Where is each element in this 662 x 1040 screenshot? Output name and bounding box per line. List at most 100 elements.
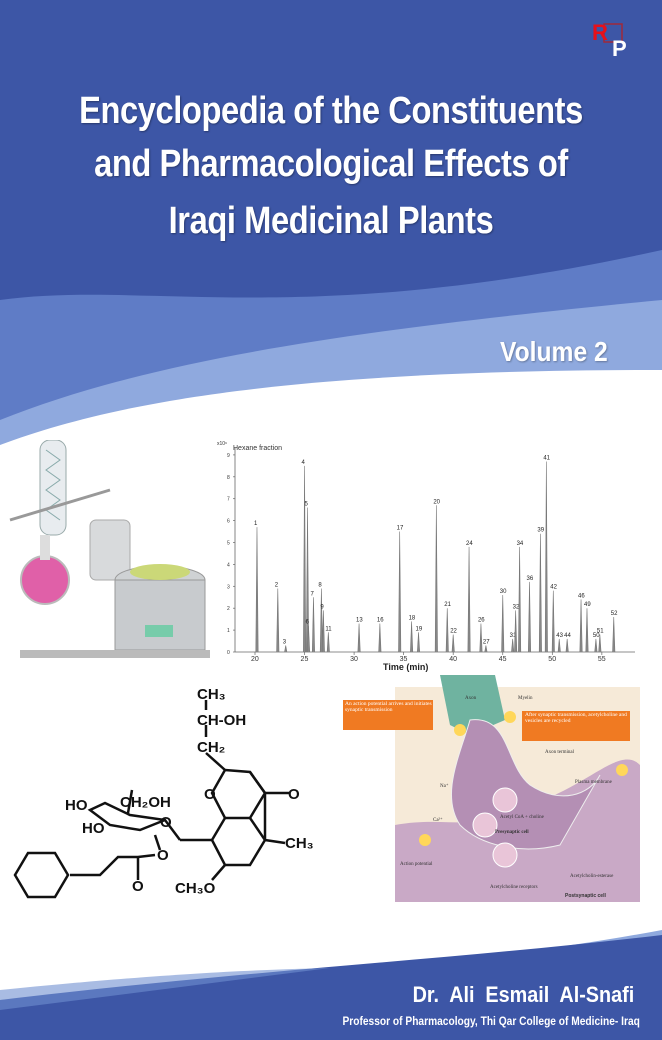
peak-label: 9 — [320, 604, 324, 610]
peak — [417, 632, 421, 653]
structure-label: O — [157, 847, 169, 864]
peak-label: 46 — [578, 593, 585, 599]
x-tick-label: 45 — [499, 656, 507, 663]
peak — [445, 608, 449, 653]
peak — [398, 531, 402, 653]
structure-label: HO — [65, 797, 88, 814]
peak-label: 21 — [444, 602, 451, 608]
peak-label: 18 — [409, 615, 416, 621]
peak-label: 31 — [510, 633, 517, 639]
peak — [501, 595, 505, 653]
x-tick-label: 25 — [301, 656, 309, 663]
x-tick-label: 20 — [251, 656, 259, 663]
peak — [378, 623, 382, 653]
peak-label: 24 — [466, 541, 473, 547]
peak-label: 3 — [283, 639, 287, 645]
title-line-1: Encyclopedia of the Constituents — [79, 90, 583, 132]
y-tick-label: 5 — [227, 541, 230, 547]
callout-right — [522, 711, 630, 741]
peak-label: 2 — [275, 582, 279, 588]
peak-label: 6 — [306, 620, 310, 626]
peak-label: 13 — [356, 618, 363, 624]
y-tick-label: 0 — [227, 650, 230, 656]
structure-label: O — [204, 786, 216, 803]
synapse-label: Acetylcholine receptors — [490, 885, 538, 890]
peak-label: 17 — [397, 526, 404, 532]
y-tick-label: 4 — [227, 562, 230, 568]
peak — [518, 546, 522, 653]
peak — [410, 621, 414, 653]
peak — [467, 546, 471, 653]
title-line-3: Iraqi Medicinal Plants — [168, 200, 494, 242]
chrom-title: Hexane fraction — [233, 445, 282, 452]
peak — [551, 590, 555, 653]
peak-label: 26 — [478, 618, 485, 624]
peak — [579, 599, 583, 653]
peak — [306, 507, 310, 653]
synapse-label: Plasma membrane — [575, 780, 613, 785]
callout-right-text: After synaptic transmission, acetylcholi… — [525, 712, 627, 724]
peak-label: 49 — [584, 602, 591, 608]
peak-label: 7 — [310, 591, 314, 597]
x-tick-label: 35 — [400, 656, 408, 663]
y-tick-label: 9 — [227, 453, 230, 459]
peak-label: 52 — [611, 611, 618, 617]
structure-label: O — [160, 814, 172, 831]
x-tick-label: 50 — [548, 656, 556, 663]
peak — [319, 588, 323, 653]
peak-label: 39 — [537, 528, 544, 534]
peak — [303, 465, 307, 653]
peak — [357, 623, 361, 653]
y-tick-label: 6 — [227, 519, 230, 525]
structure-label: O — [132, 878, 144, 895]
rotary-evaporator-image — [9, 440, 210, 658]
chrom-y-multiplier: x10⁶ — [217, 441, 227, 447]
peak-label: 20 — [433, 499, 440, 505]
peak-label: 11 — [325, 626, 332, 632]
x-tick-label: 55 — [598, 656, 606, 663]
x-tick-label: 30 — [350, 656, 358, 663]
peak-label: 32 — [513, 604, 520, 610]
y-tick-label: 3 — [227, 584, 230, 590]
x-tick-label: 40 — [449, 656, 457, 663]
author-affiliation: Professor of Pharmacology, Thi Qar Colle… — [342, 1014, 640, 1028]
structure-label: HO — [82, 820, 105, 837]
synapse-label: Acetylcholin-esterase — [570, 874, 614, 879]
peak — [544, 461, 548, 653]
peak-label: 19 — [416, 626, 423, 632]
peak-label: 42 — [550, 585, 557, 591]
peak — [451, 634, 455, 653]
peak — [255, 527, 259, 653]
peak-label: 1 — [254, 521, 258, 527]
synapse-label: Na⁺ — [440, 783, 449, 789]
y-tick-label: 1 — [227, 628, 230, 634]
peak — [585, 608, 589, 653]
structure-label: CH₃ — [285, 835, 314, 852]
peak — [276, 588, 280, 653]
peak — [538, 533, 542, 653]
peak-label: 27 — [483, 639, 490, 645]
synapse-label: Presynaptic cell — [495, 830, 529, 835]
y-tick-label: 7 — [227, 497, 230, 503]
svg-text:P: P — [612, 36, 627, 60]
peak — [557, 638, 561, 653]
peak — [514, 610, 518, 653]
peak-label: 4 — [302, 460, 306, 466]
svg-text:R: R — [592, 20, 608, 45]
peak-label: 36 — [527, 576, 534, 582]
title-line-2: and Pharmacological Effects of — [94, 143, 568, 185]
peak — [598, 634, 602, 653]
peak-label: 34 — [517, 541, 524, 547]
callout-left — [343, 700, 433, 730]
peak — [311, 597, 315, 653]
synapse-label: Axon terminal — [545, 750, 575, 755]
peak — [612, 616, 616, 653]
y-tick-label: 8 — [227, 475, 230, 481]
structure-label: CH₃O — [175, 880, 216, 897]
structure-label: CH₃ — [197, 686, 226, 703]
publisher-logo: R P — [592, 20, 627, 60]
peak — [321, 610, 325, 653]
peak — [565, 638, 569, 653]
peak-label: 30 — [500, 589, 507, 595]
